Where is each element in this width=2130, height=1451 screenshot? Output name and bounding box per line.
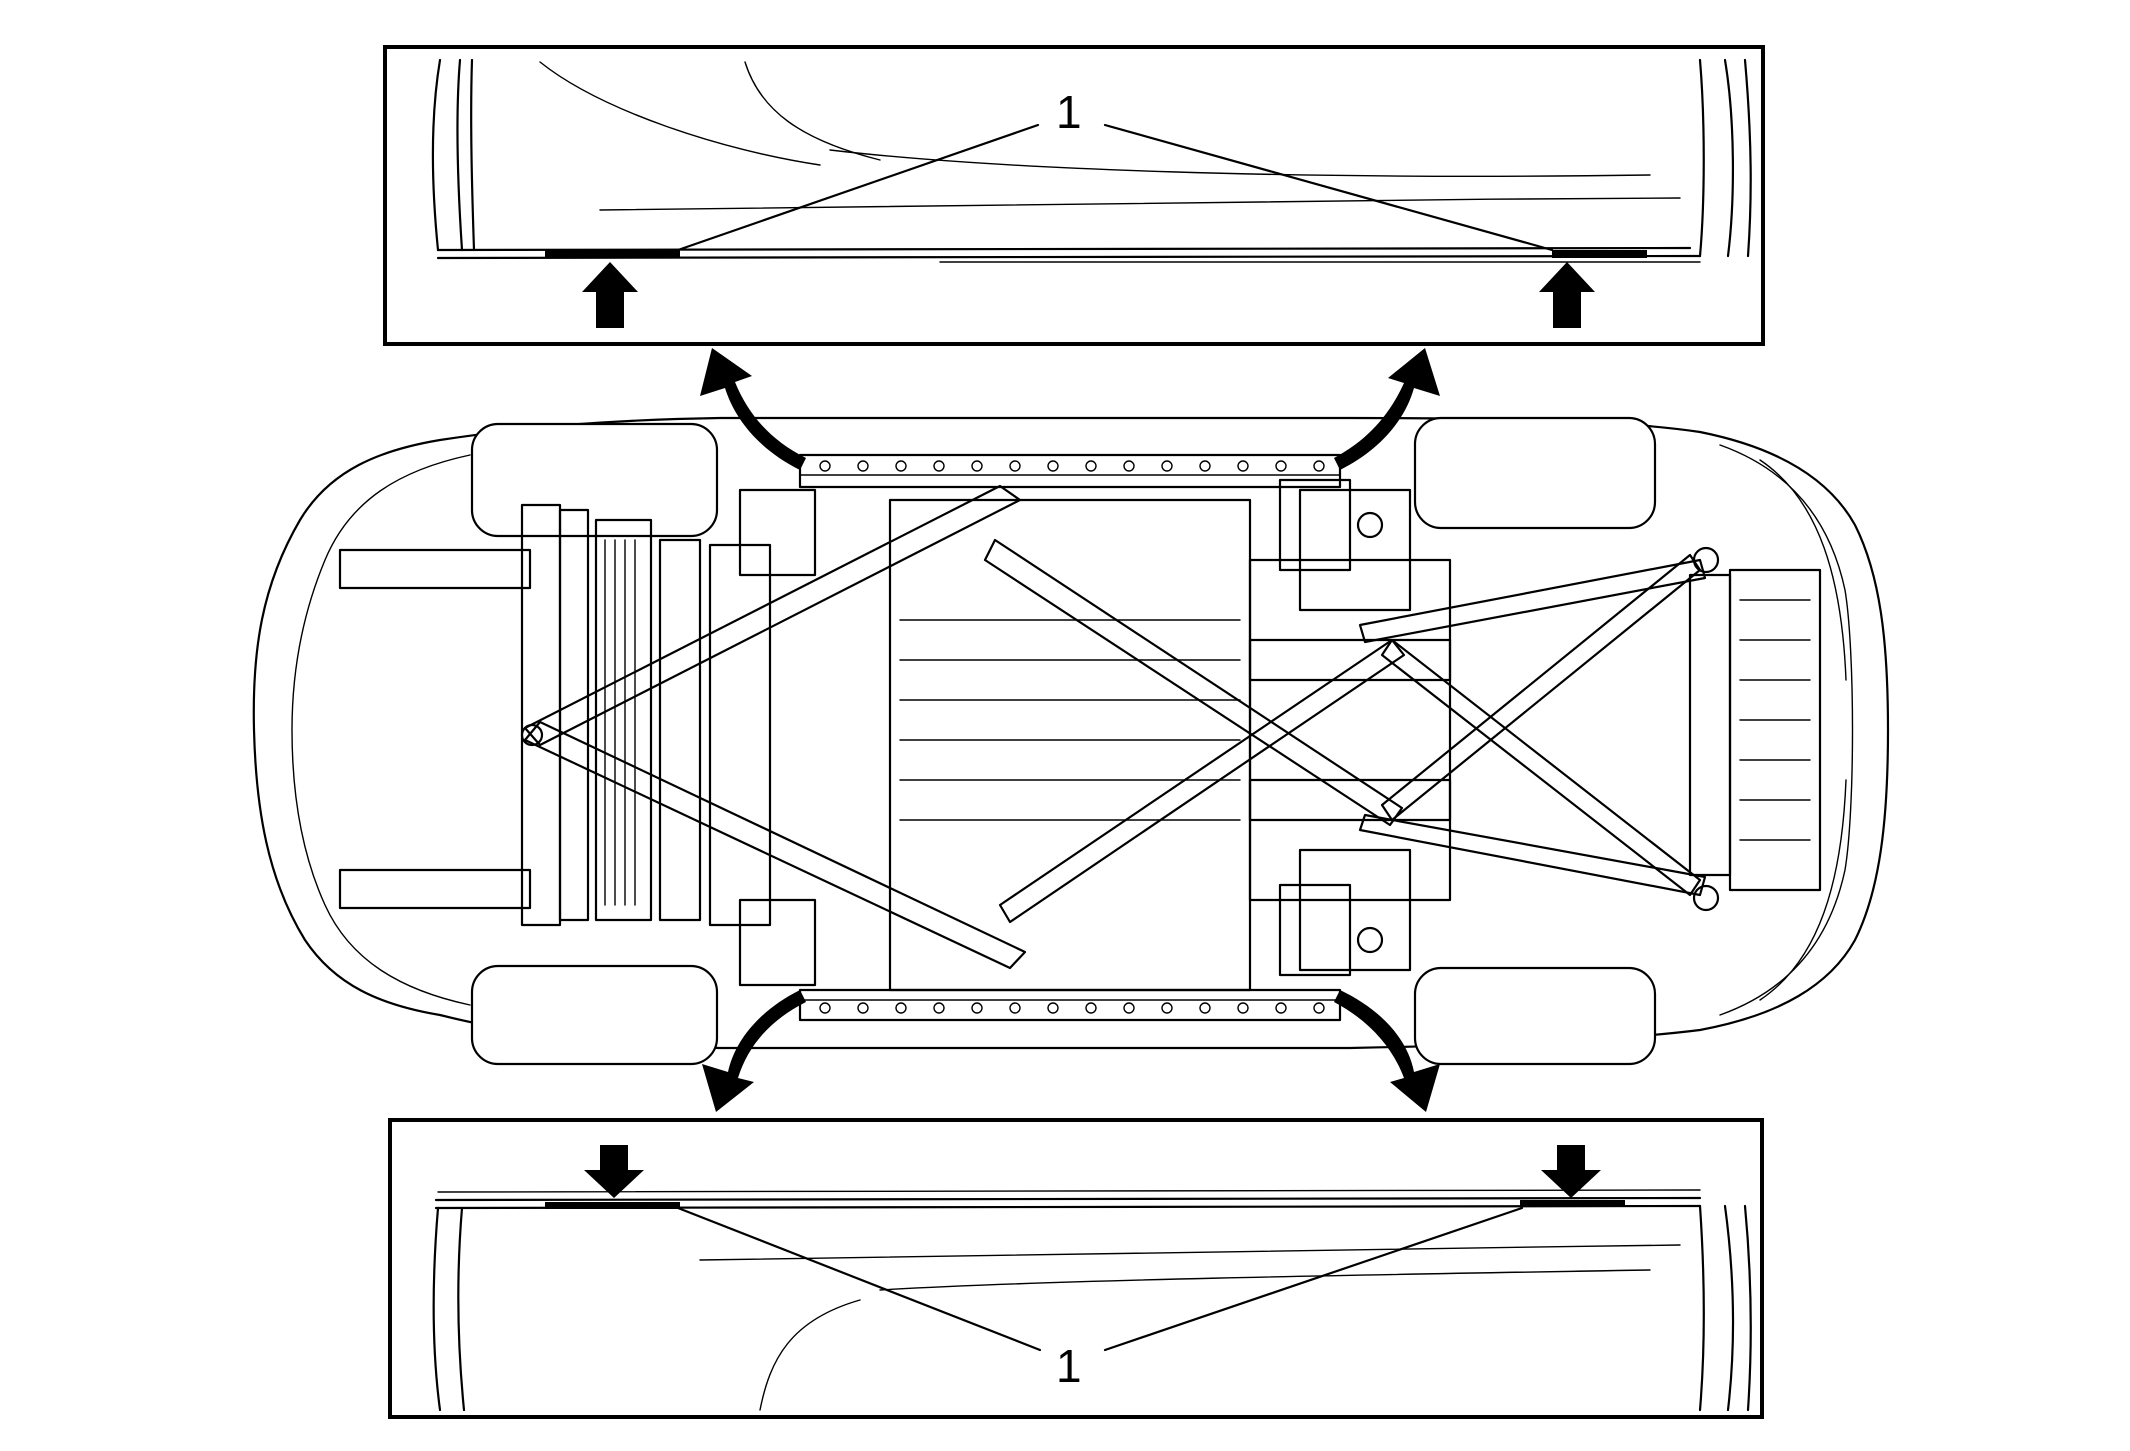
rocker-rail-hole-bottom: [819, 1002, 831, 1014]
rear-right-wheel: [1413, 966, 1657, 1066]
rocker-rail-hole-top: [1047, 460, 1059, 472]
callout-number: 1: [1056, 86, 1082, 138]
lift-point-arrow-up-icon: [1539, 262, 1595, 328]
lift-point-arrow-up-icon: [582, 262, 638, 328]
lift-point-arrow-down-icon: [1541, 1145, 1601, 1198]
curved-arrow-icon: [702, 990, 806, 1112]
curved-arrow-icon: [700, 348, 806, 470]
rocker-rail-hole-top: [1085, 460, 1097, 472]
rocker-rail-hole-bottom: [1009, 1002, 1021, 1014]
detail-pointer-arrows: [700, 348, 1440, 1112]
rocker-rail-hole-bottom: [933, 1002, 945, 1014]
rocker-rail-hole-top: [1275, 460, 1287, 472]
rocker-rail-hole-top: [819, 460, 831, 472]
vehicle-underbody: [252, 416, 1890, 1066]
rocker-rail-hole-bottom: [1047, 1002, 1059, 1014]
rocker-rail-hole-top: [1161, 460, 1173, 472]
rocker-rail-hole-bottom: [1123, 1002, 1135, 1014]
rocker-rail-hole-top: [1123, 460, 1135, 472]
bottom-detail-panel: 1: [388, 1118, 1764, 1419]
rocker-rail-hole-bottom: [1085, 1002, 1097, 1014]
rocker-rail-hole-bottom: [857, 1002, 869, 1014]
curved-arrow-icon: [1334, 348, 1440, 470]
rocker-rail-hole-bottom: [1275, 1002, 1287, 1014]
rocker-rail-bottom: [798, 988, 1342, 1022]
front-right-wheel: [470, 964, 719, 1066]
rocker-rail-hole-top: [1009, 460, 1021, 472]
rocker-rail-top: [798, 453, 1342, 489]
rear-left-wheel: [1413, 416, 1657, 530]
lift-point-arrow-down-icon: [584, 1145, 644, 1198]
rocker-rail-hole-bottom: [971, 1002, 983, 1014]
rocker-rail-hole-top: [933, 460, 945, 472]
curved-arrow-icon: [1334, 990, 1440, 1112]
rocker-rail-hole-top: [857, 460, 869, 472]
rocker-rail-hole-bottom: [1199, 1002, 1211, 1014]
front-left-wheel: [470, 422, 719, 538]
rocker-rail-hole-top: [1313, 460, 1325, 472]
rocker-rail-hole-bottom: [895, 1002, 907, 1014]
rocker-rail-hole-top: [1237, 460, 1249, 472]
rocker-rail-hole-top: [895, 460, 907, 472]
rocker-rail-hole-bottom: [1161, 1002, 1173, 1014]
callout-number: 1: [1056, 1340, 1082, 1392]
rocker-rail-hole-bottom: [1313, 1002, 1325, 1014]
top-detail-panel: 1: [383, 45, 1765, 346]
rocker-rail-hole-top: [971, 460, 983, 472]
rocker-rail-hole-bottom: [1237, 1002, 1249, 1014]
rocker-rail-hole-top: [1199, 460, 1211, 472]
